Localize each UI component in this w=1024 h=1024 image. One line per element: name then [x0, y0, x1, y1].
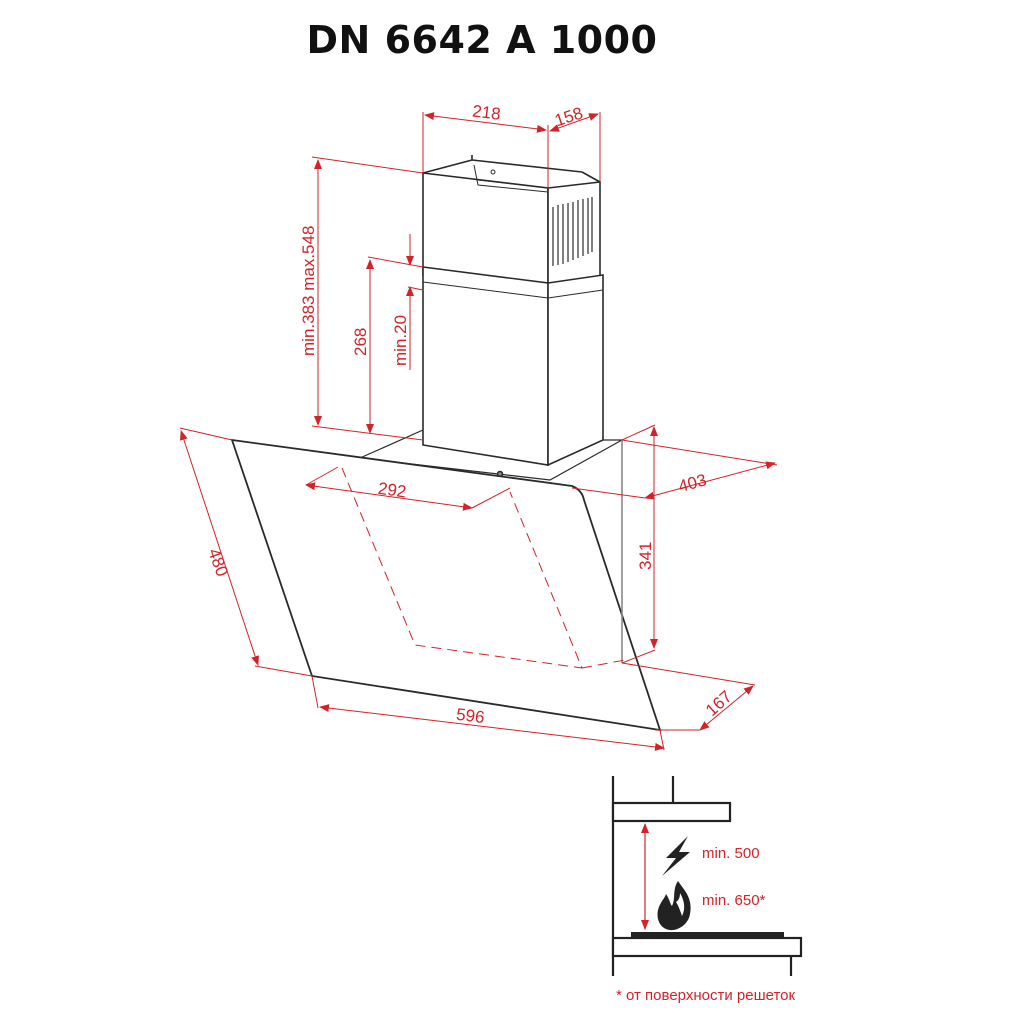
dim-chimney-width: 218	[471, 102, 501, 124]
dim-hood-height: 341	[636, 542, 655, 570]
dim-hood-depth-bottom: 167	[702, 687, 736, 720]
lightning-icon	[662, 836, 690, 876]
dim-lower-chimney-height: 268	[351, 328, 370, 356]
electric-clearance-label: min. 500	[702, 845, 760, 862]
dim-chimney-depth: 158	[552, 103, 585, 130]
hood-outline	[230, 155, 662, 732]
footnote: * от поверхности решеток	[616, 987, 795, 1004]
clearance-inset	[611, 776, 803, 976]
dim-overlap-min: min.20	[391, 315, 410, 366]
gas-clearance-label: min. 650*	[702, 892, 766, 909]
dim-hood-width: 596	[455, 705, 485, 727]
dimension-lines	[179, 112, 778, 751]
model-title: DN 6642 A 1000	[306, 18, 658, 62]
dim-hood-depth-top: 403	[676, 470, 708, 496]
dim-chimney-height-range: min.383 max.548	[299, 226, 318, 356]
flame-icon	[657, 881, 691, 931]
dim-motor-width: 292	[377, 479, 408, 502]
